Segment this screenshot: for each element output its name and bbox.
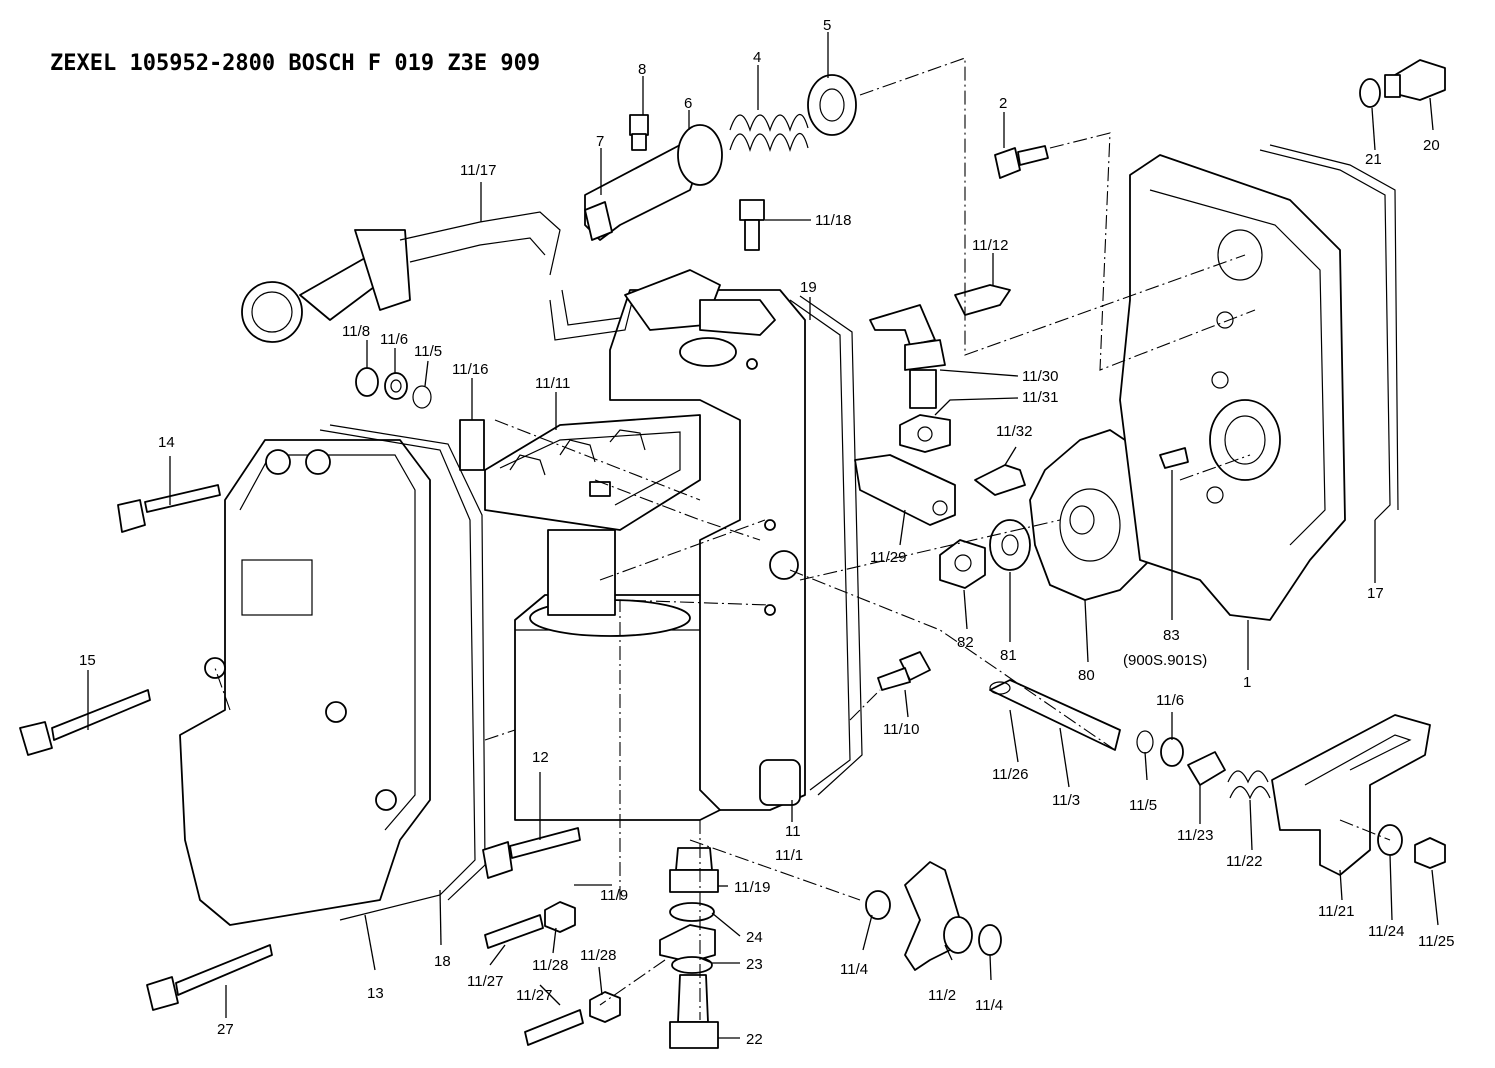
callout-labels: 1 2 4 5 6 7 8 11 11/1 11/2 11/3 11/4 11/… [79,17,1454,1048]
part-11-3-11-21-lever-shaft [989,679,1446,876]
part-2-bolt [994,145,1049,179]
callout-20: 20 [1423,137,1440,154]
callout-11-1: 11/1 [775,847,803,864]
part-19-gasket [789,295,863,796]
callout-23: 23 [746,956,763,973]
callout-83: 83 [1163,627,1180,644]
callout-11-23: 11/23 [1177,827,1213,844]
callout-11-30: 11/30 [1022,368,1058,385]
callout-14: 14 [158,434,175,451]
callout-1: 1 [1243,674,1251,691]
callout-27: 27 [217,1021,234,1038]
callout-11-31: 11/31 [1022,389,1058,406]
part-11-10-plug [877,651,931,691]
callout-11-21: 11/21 [1318,903,1354,920]
callout-11-6-b: 11/6 [380,331,408,348]
part-11-18-screw [739,199,765,251]
callout-15: 15 [79,652,96,669]
callout-11-11: 11/11 [535,375,570,392]
part-13-front-cover [179,439,431,926]
part-18-gasket [319,424,486,921]
part-11-16-connector [459,419,485,471]
callout-11-4-a: 11/4 [840,961,868,978]
part-20-21-plug [1359,59,1446,108]
callout-80: 80 [1078,667,1095,684]
callout-11: 11 [785,823,801,840]
part-11-12-11-30-11-31-sensor [869,284,1011,453]
callout-18: 18 [434,953,451,970]
callout-12: 12 [532,749,549,766]
callout-11-12: 11/12 [972,237,1008,254]
callout-11-24: 11/24 [1368,923,1404,940]
callout-11-5-b: 11/5 [414,343,442,360]
callout-11-27-a: 11/27 [467,973,503,990]
callout-81: 81 [1000,647,1017,664]
part-11-27-11-28-screws-nuts [484,901,621,1046]
part-6-7-8-bracket [584,114,723,241]
leader-lines [87,32,1439,1039]
callout-5: 5 [823,17,831,34]
part-11-17-connector-cable [241,211,776,343]
callout-11-26: 11/26 [992,766,1028,783]
diagram-title: ZEXEL 105952-2800 BOSCH F 019 Z3E 909 [50,51,540,76]
callout-11-16: 11/16 [452,361,488,378]
callout-82: 82 [957,634,974,651]
callout-11-5-a: 11/5 [1129,797,1157,814]
callout-4: 4 [753,49,761,66]
callout-8: 8 [638,61,646,78]
assembly-lines [214,57,1391,1020]
part-11-2-11-4-arm [865,861,1002,971]
callout-19: 19 [800,279,817,296]
callout-11-9: 11/9 [600,887,628,904]
callout-11-29: 11/29 [870,549,906,566]
callout-11-17: 11/17 [460,162,496,179]
callout-11-28-b: 11/28 [580,947,616,964]
callout-11-19: 11/19 [734,879,770,896]
part-4-spring-5-seal [729,74,857,153]
part-11-governor-housing [609,289,806,811]
part-22-23-24-11-19-banjo-fitting [659,847,719,1049]
callout-21: 21 [1365,151,1382,168]
part-83-key [1159,447,1189,469]
callout-11-8: 11/8 [342,323,370,340]
callout-7: 7 [596,133,604,150]
callout-2: 2 [999,95,1007,112]
part-12-solenoid [514,529,721,821]
callout-22: 22 [746,1031,763,1048]
callout-11-2: 11/2 [928,987,956,1004]
callout-11-18: 11/18 [815,212,851,229]
callout-11-28-a: 11/28 [532,957,568,974]
callout-83-note: (900S.901S) [1123,652,1207,669]
callout-11-22: 11/22 [1226,853,1262,870]
part-11-8-11-6-11-5-washers [355,367,432,409]
callout-11-4-b: 11/4 [975,997,1003,1014]
callout-17: 17 [1367,585,1384,602]
callout-11-3: 11/3 [1052,792,1080,809]
callout-11-27-b: 11/27 [516,987,552,1004]
bolts-14-15-12-27 [19,484,581,1011]
part-1-17-end-cover [1119,144,1399,621]
callout-11-25: 11/25 [1418,933,1454,950]
callout-6: 6 [684,95,692,112]
callout-13: 13 [367,985,384,1002]
part-11-11-circuit-board [484,414,701,531]
callout-11-6-a: 11/6 [1156,692,1184,709]
part-11-29-11-32-bracket [854,454,1026,526]
callout-24: 24 [746,929,763,946]
callout-11-32: 11/32 [996,423,1032,440]
callout-11-10: 11/10 [883,721,919,738]
